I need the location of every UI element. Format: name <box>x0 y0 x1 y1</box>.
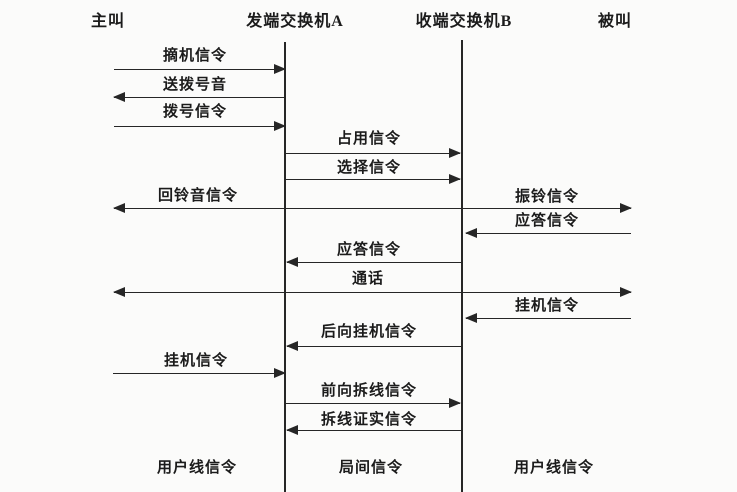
arrow-backward-onhook-signal <box>286 341 462 351</box>
label-dial-tone: 送拨号音 <box>162 77 228 93</box>
lifeline-exchange-b <box>461 40 463 492</box>
label-seizure-signal: 占用信令 <box>336 131 402 147</box>
actor-label-caller: 主叫 <box>90 13 126 30</box>
arrow-forward-clear-signal <box>286 398 461 408</box>
arrow-conversation <box>113 287 632 297</box>
arrow-selection-signal <box>286 174 461 184</box>
arrow-dialing-signal <box>114 121 286 131</box>
label-ringback-tone: 回铃音信令 <box>157 188 239 204</box>
label-subscriber-line-signaling-left: 用户线信令 <box>156 460 238 476</box>
arrow-ringback-and-ringing <box>113 203 632 213</box>
label-onhook-signal-caller: 挂机信令 <box>163 353 229 369</box>
label-subscriber-line-signaling-right: 用户线信令 <box>513 460 595 476</box>
arrow-answer-signal-interoffice <box>286 257 462 267</box>
arrow-offhook-signal <box>114 64 286 74</box>
label-onhook-signal-called: 挂机信令 <box>514 298 580 314</box>
arrow-dial-tone <box>113 92 285 102</box>
label-selection-signal: 选择信令 <box>336 160 402 176</box>
lifeline-exchange-a <box>284 42 286 492</box>
label-clear-confirm-signal: 拆线证实信令 <box>320 412 418 428</box>
label-conversation: 通话 <box>351 271 385 287</box>
label-interoffice-signaling: 局间信令 <box>338 460 404 476</box>
label-dialing-signal: 拨号信令 <box>162 104 228 120</box>
label-answer-signal-called: 应答信令 <box>514 213 580 229</box>
label-backward-onhook-signal: 后向挂机信令 <box>320 324 418 340</box>
actor-label-exchange-b: 收端交换机B <box>415 13 513 30</box>
arrow-answer-signal-called <box>465 228 631 238</box>
actor-label-exchange-a: 发端交换机A <box>246 13 344 30</box>
label-answer-signal-interoffice: 应答信令 <box>336 242 402 258</box>
label-offhook-signal: 摘机信令 <box>162 48 228 64</box>
arrow-clear-confirm-signal <box>286 425 462 435</box>
label-ringing-signal: 振铃信令 <box>514 189 580 205</box>
actor-label-called: 被叫 <box>597 13 633 30</box>
arrow-onhook-signal-called <box>465 313 631 323</box>
label-forward-clear-signal: 前向拆线信令 <box>320 383 418 399</box>
arrow-seizure-signal <box>286 148 461 158</box>
arrow-onhook-signal-caller <box>113 368 286 378</box>
